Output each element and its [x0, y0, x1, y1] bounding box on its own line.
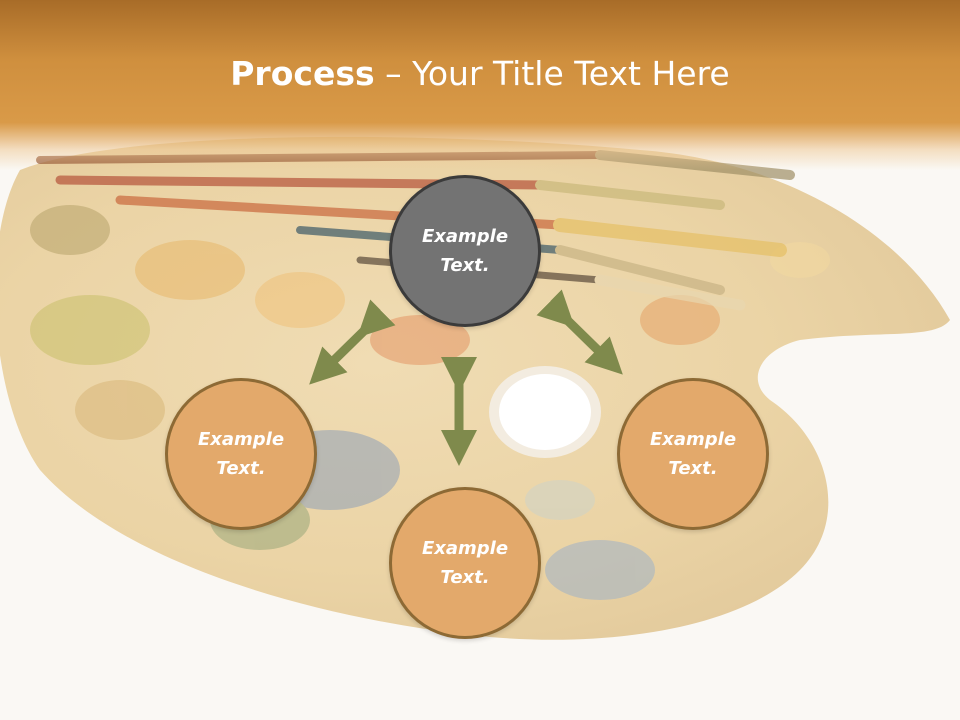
node-bottom-line1: Example [421, 538, 509, 559]
arrow-center-left [309, 299, 396, 385]
node-right[interactable]: Example Text. [617, 378, 769, 530]
title-bold: Process [230, 54, 375, 93]
slide-title: Process – Your Title Text Here [0, 52, 960, 96]
node-left-line1: Example [197, 429, 285, 450]
node-center-line2: Text. [440, 255, 490, 276]
arrow-center-right [536, 289, 623, 375]
node-bottom[interactable]: Example Text. [389, 487, 541, 639]
node-center[interactable]: Example Text. [389, 175, 541, 327]
node-center-line1: Example [421, 226, 509, 247]
node-right-line2: Text. [668, 458, 718, 479]
node-bottom-line2: Text. [440, 567, 490, 588]
header-band [0, 0, 960, 170]
node-left[interactable]: Example Text. [165, 378, 317, 530]
title-rest: – Your Title Text Here [374, 54, 730, 93]
node-right-line1: Example [649, 429, 737, 450]
node-left-line2: Text. [216, 458, 266, 479]
